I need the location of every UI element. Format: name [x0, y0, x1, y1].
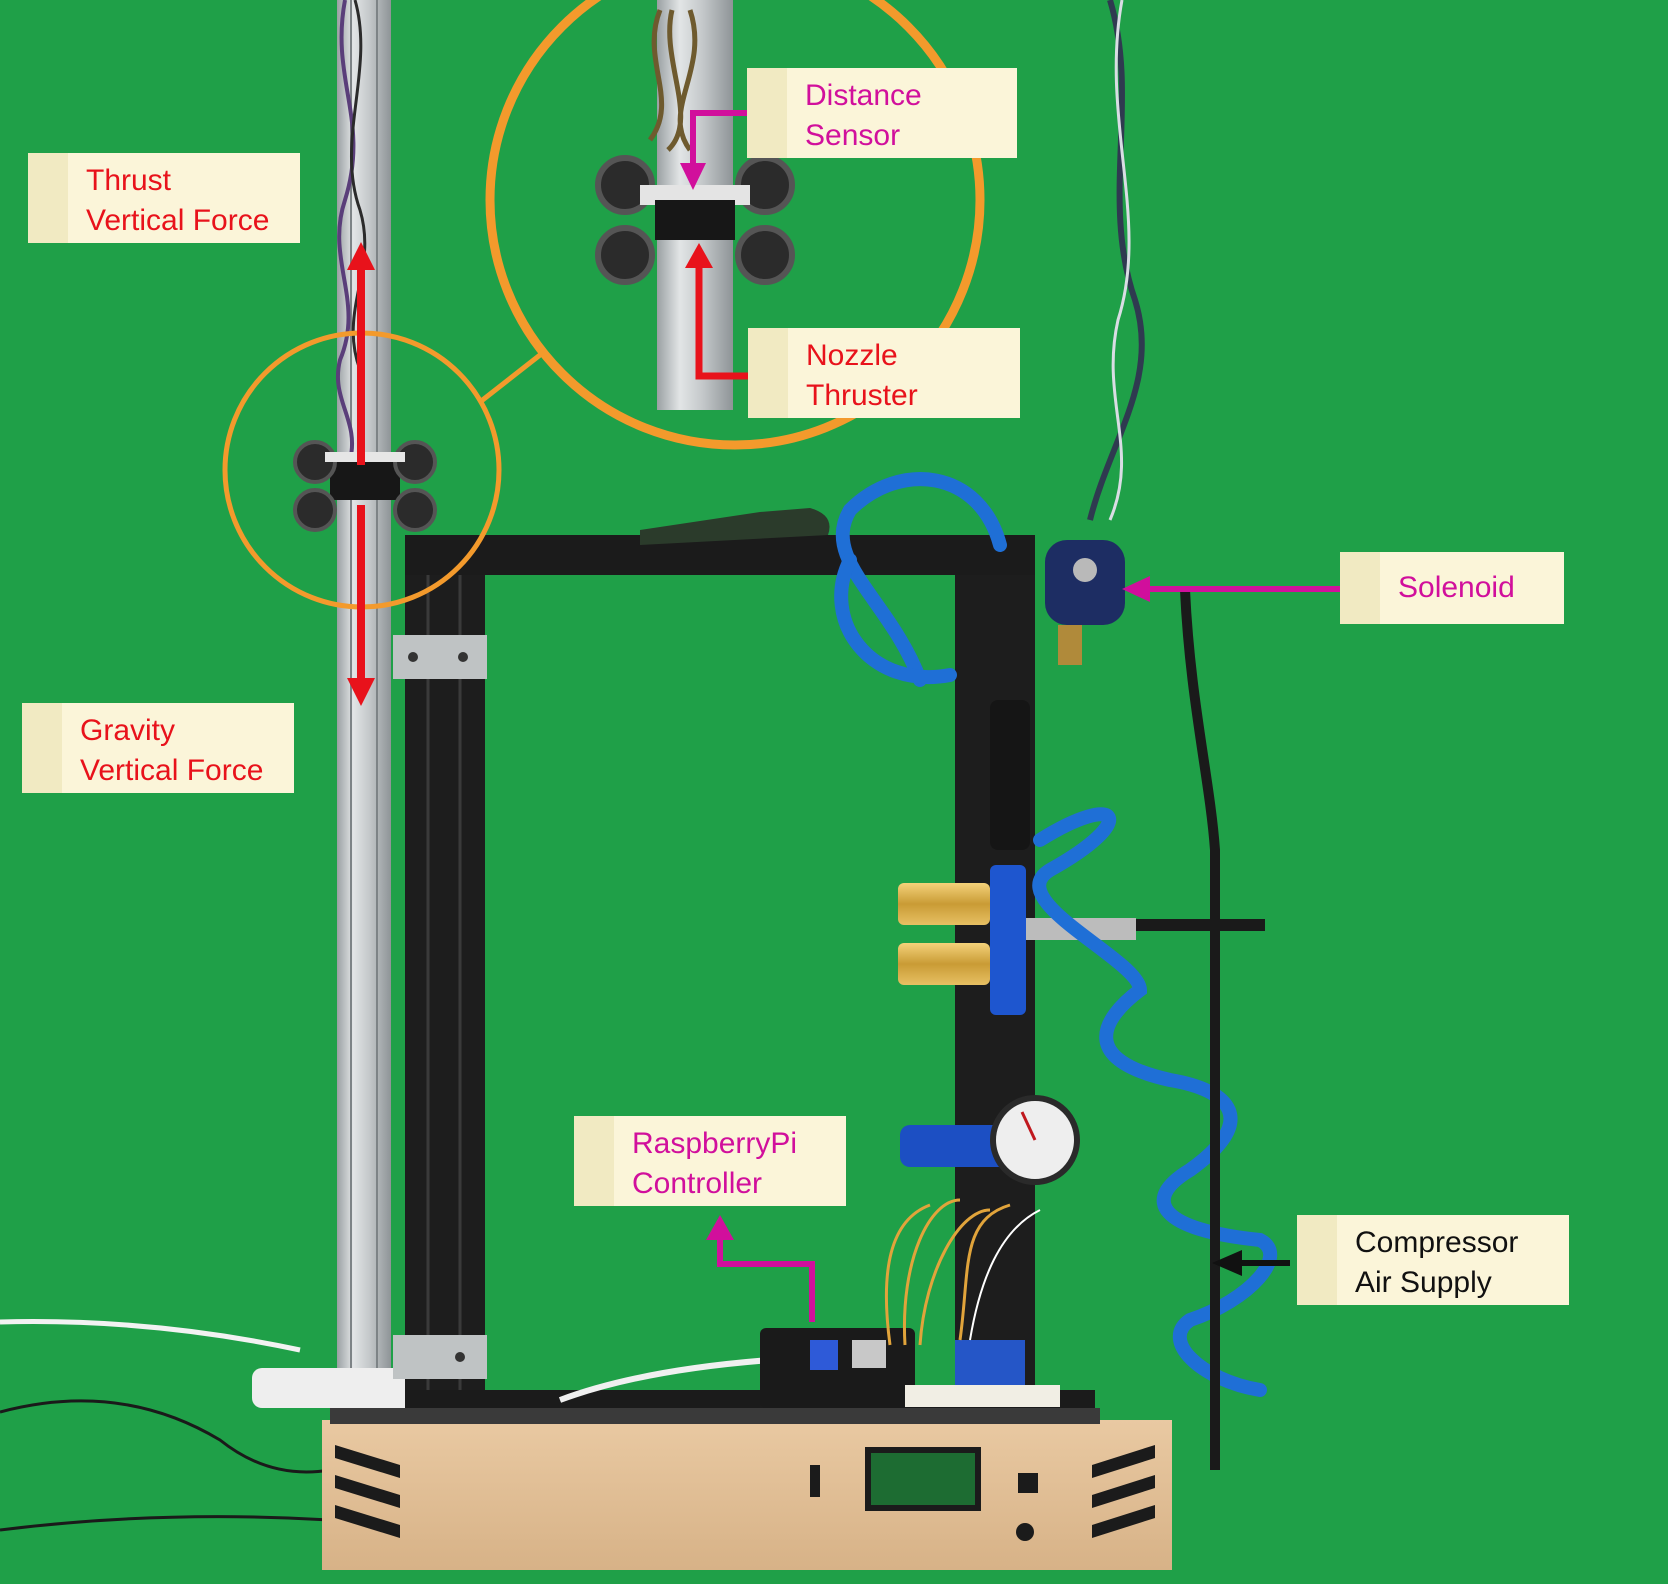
label-line: RaspberryPi [632, 1127, 798, 1160]
rail-foot [252, 1368, 417, 1408]
zoom-inset [490, 0, 980, 445]
raspberry-pi-arrow [717, 1238, 815, 1322]
air-manifold [990, 865, 1026, 1015]
sensor-cable [1180, 589, 1220, 1470]
label-line: Sensor [805, 119, 901, 152]
label-line: Vertical Force [86, 204, 270, 237]
label-line: Gravity [80, 714, 176, 747]
label-line: Nozzle [806, 339, 898, 372]
label-line: Air Supply [1355, 1266, 1492, 1299]
callout-connector [478, 353, 542, 404]
frame-top-beam [405, 535, 1035, 575]
sensor-wires [336, 0, 356, 461]
distance-sensor-arrow [690, 110, 748, 165]
frame-left-post [405, 575, 485, 1400]
label-solenoid: Solenoid [1340, 552, 1564, 624]
bracket-plate [393, 635, 487, 679]
base-vents-left [335, 1445, 400, 1538]
thruster-sled [293, 440, 437, 532]
nozzle-thruster-arrow [695, 265, 748, 380]
base-vents-right [1092, 1445, 1155, 1538]
base-enclosure [322, 1420, 1172, 1570]
adc-board [955, 1340, 1025, 1385]
label-line: Controller [632, 1167, 763, 1200]
solenoid-valve [1045, 540, 1125, 625]
label-line: Distance [805, 79, 922, 112]
callout-circle-zoom [485, 0, 985, 450]
black-cable [0, 1399, 331, 1474]
white-cable [0, 1319, 301, 1353]
label-line: Thrust [86, 164, 172, 197]
label-line: Solenoid [1398, 571, 1515, 604]
brass-coupler [898, 883, 990, 925]
brass-coupler [898, 943, 990, 985]
jumper-wires [884, 1198, 1011, 1346]
base-cutout [865, 1447, 981, 1511]
label-line: Vertical Force [80, 754, 264, 787]
label-line: Compressor [1355, 1226, 1519, 1259]
label-line: Thruster [806, 379, 918, 412]
breadboard [905, 1385, 1060, 1407]
regulator-knob [900, 1125, 1010, 1167]
